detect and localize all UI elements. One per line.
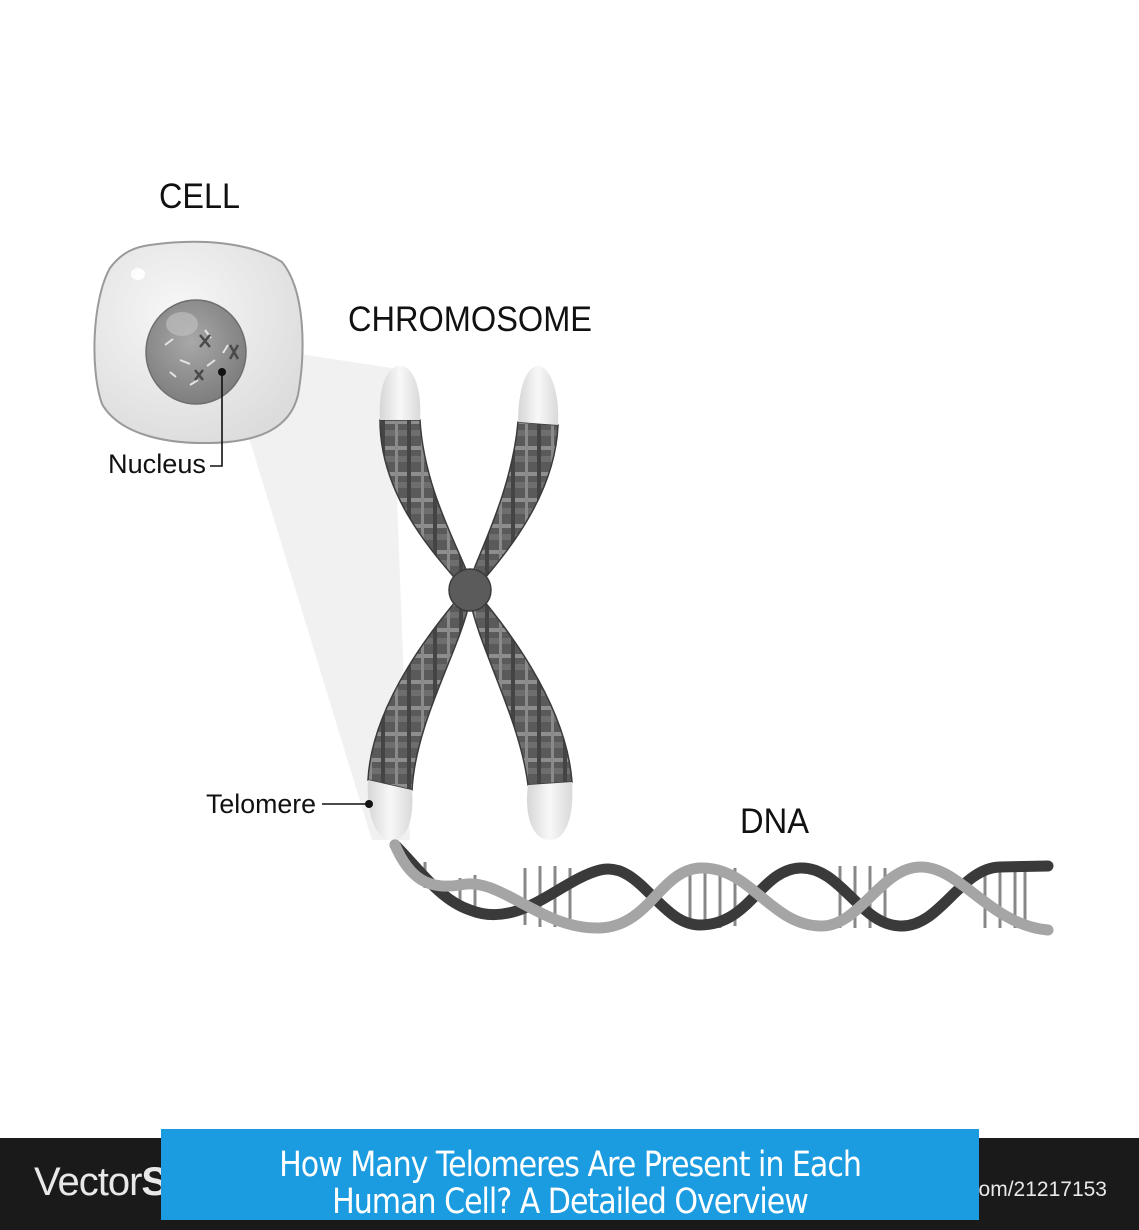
title-banner: How Many Telomeres Are Present in Each H…: [161, 1129, 979, 1220]
zoom-projection: [236, 345, 410, 840]
watermark-brand: VectorS: [34, 1160, 168, 1205]
cell-label: CELL: [159, 177, 240, 216]
cell-illustration: [93, 240, 304, 445]
nucleus-label: Nucleus: [108, 449, 206, 479]
chromosome-label: CHROMOSOME: [348, 300, 592, 339]
nucleus-pointer-dot: [218, 368, 226, 376]
dna-label: DNA: [740, 802, 810, 841]
watermark-url: om/21217153: [978, 1178, 1107, 1201]
telomere-label: Telomere: [206, 789, 316, 819]
telomere-bottom-right: [526, 782, 573, 840]
telomere-bottom-left: [367, 780, 413, 840]
watermark-brand-text: Vector: [34, 1160, 142, 1204]
page-title: How Many Telomeres Are Present in Each H…: [279, 1145, 862, 1221]
telomere-top-left: [379, 366, 421, 420]
telomere-pointer-dot: [365, 800, 373, 808]
chromosome-illustration: [367, 366, 573, 840]
telomere-top-right: [518, 366, 559, 425]
leader-lines: [210, 372, 369, 805]
dna-helix: [389, 839, 1054, 936]
